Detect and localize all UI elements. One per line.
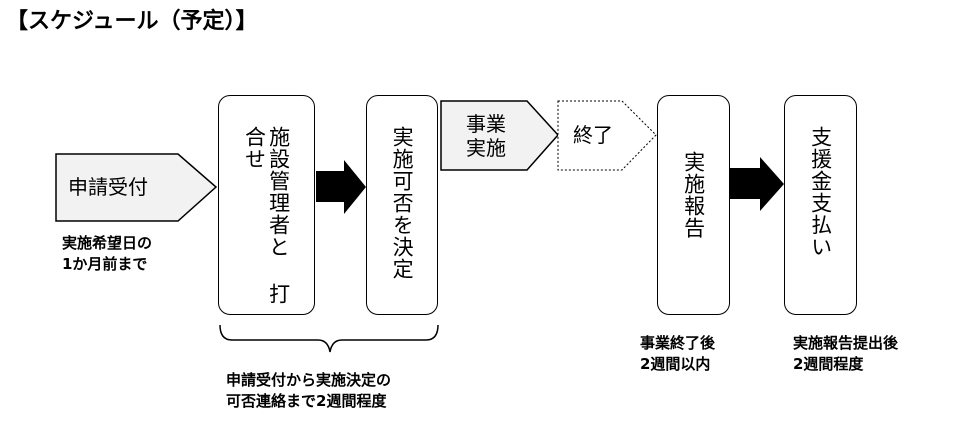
page-title: 【スケジュール（予定）】 — [6, 9, 258, 34]
decision-box: 実施可否を決定 — [366, 95, 438, 315]
end-label: 終了 — [573, 123, 613, 147]
report-note: 事業終了後 2週間以内 — [640, 334, 716, 373]
payment-box: 支援金支払い — [784, 95, 857, 315]
implementation-label: 事業 実施 — [466, 112, 506, 160]
payment-note: 実施報告提出後 2週間程度 — [793, 334, 899, 373]
end-shape — [557, 100, 657, 171]
brace-note: 申請受付から実施決定の 可否連絡まで2週間程度 — [226, 371, 392, 410]
arrow-report-to-payment — [730, 157, 784, 211]
arrow-consult-to-decision — [316, 160, 366, 214]
brace — [219, 324, 439, 353]
report-label: 実施報告 — [681, 151, 706, 239]
consultation-box: 施設管理者と 打合せ — [218, 95, 315, 315]
reception-note: 実施希望日の 1か月前まで — [62, 234, 153, 273]
implementation-shape — [440, 100, 560, 171]
reception-shape — [55, 153, 218, 222]
decision-label: 実施可否を決定 — [390, 126, 415, 280]
reception-label: 申請受付 — [68, 175, 148, 199]
report-box: 実施報告 — [657, 95, 730, 315]
consultation-label: 施設管理者と 打合せ — [242, 126, 291, 305]
payment-label: 支援金支払い — [808, 126, 833, 258]
